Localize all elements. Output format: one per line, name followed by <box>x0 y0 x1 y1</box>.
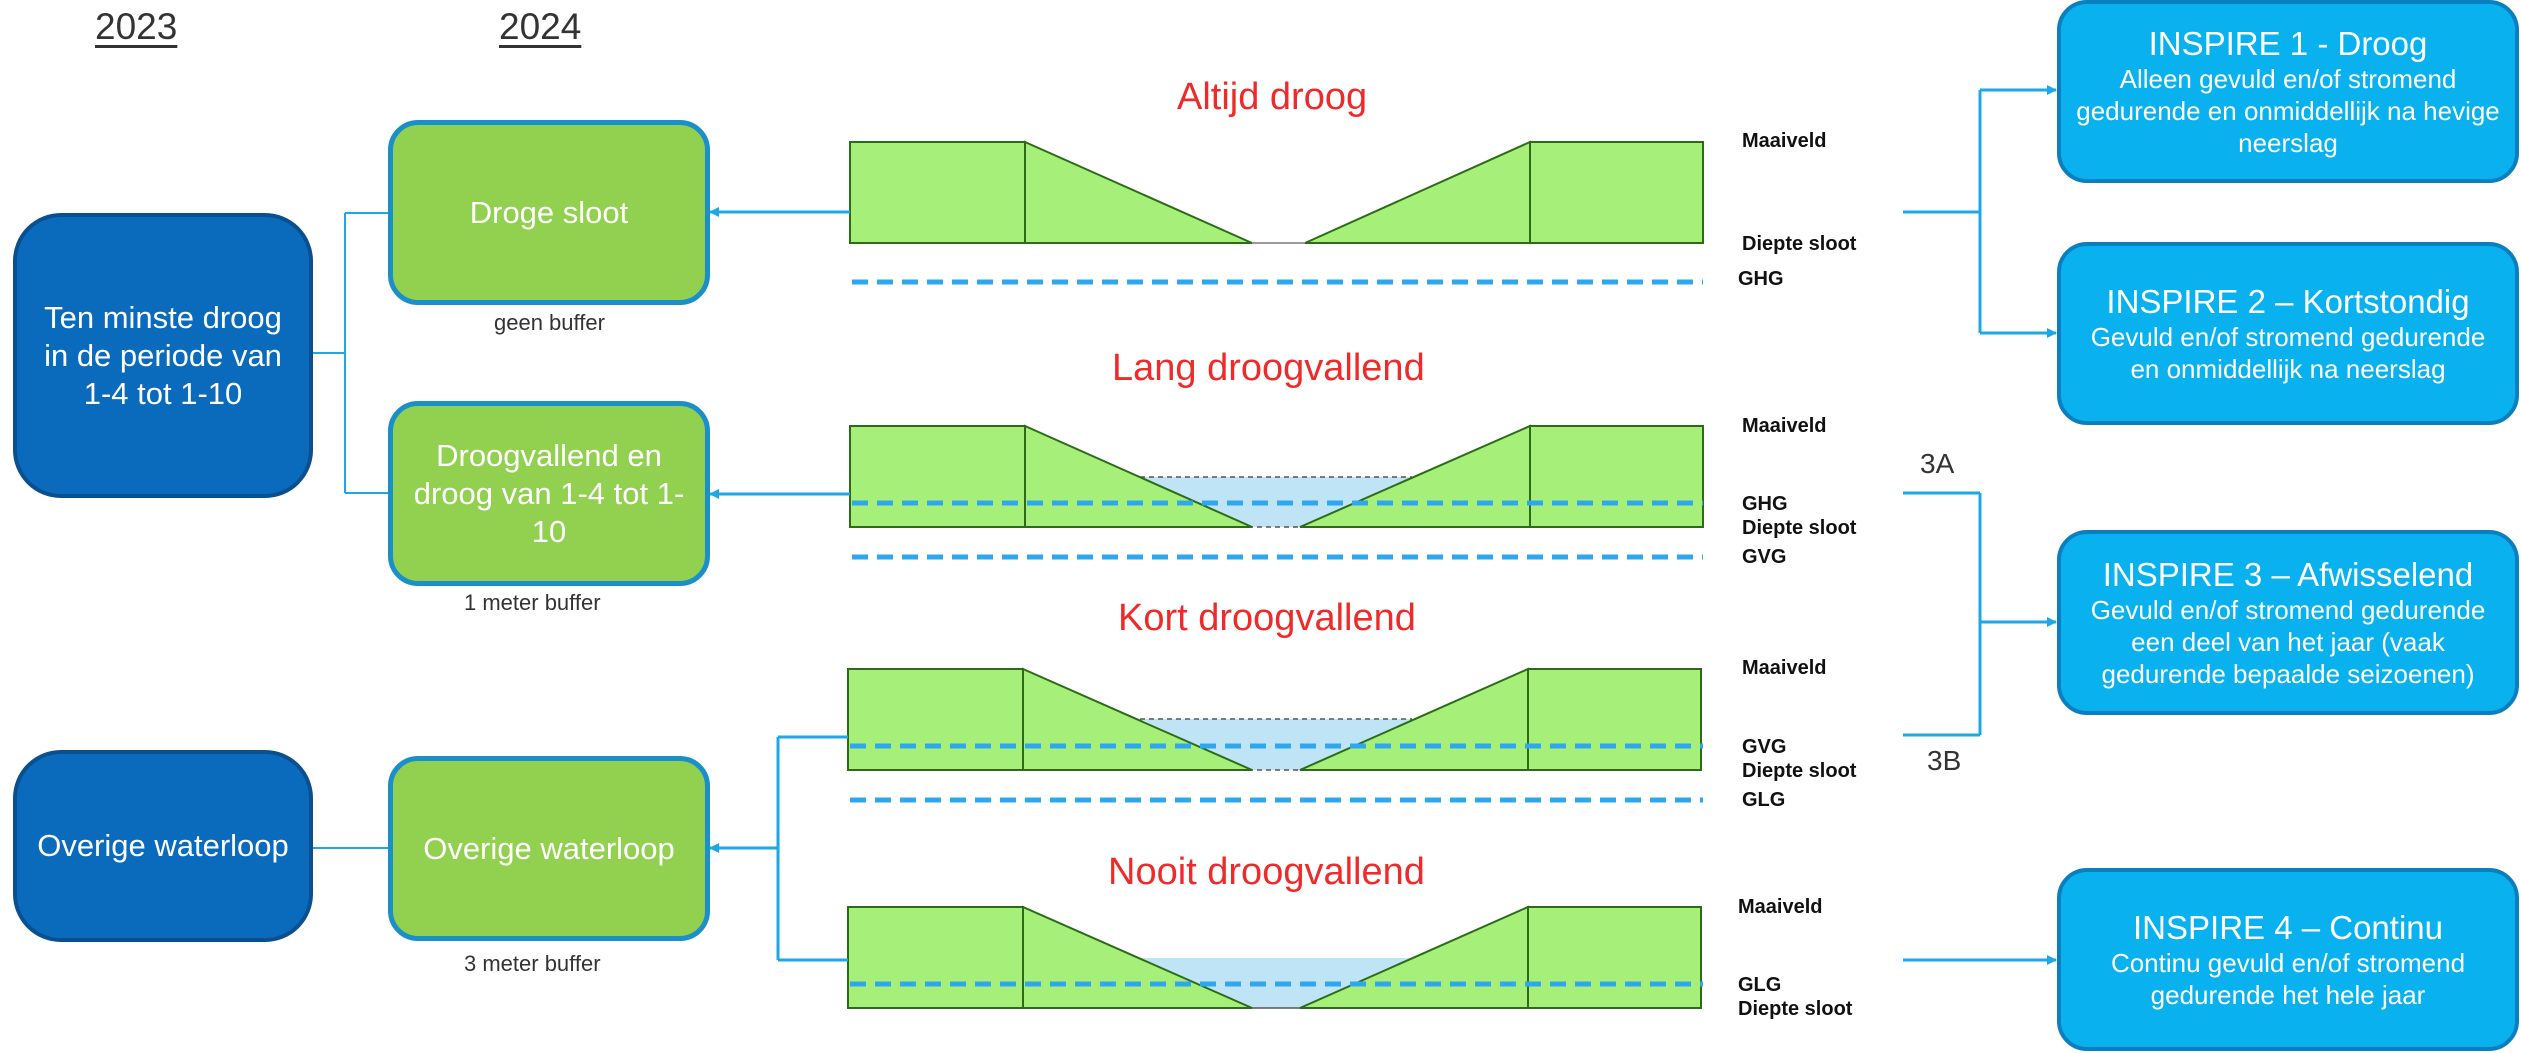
inspire-4-title: INSPIRE 4 – Continu <box>2133 908 2443 946</box>
cross-section-lang-droogvallend <box>849 424 1704 560</box>
level-label-ghg: GHG <box>1738 268 1784 290</box>
inspire-1-title: INSPIRE 1 - Droog <box>2148 24 2428 62</box>
box-other-watercourse-2023: Overige waterloop <box>13 750 313 942</box>
level-label-maaiveld: Maaiveld <box>1742 415 1827 437</box>
cross-section-kort-droogvallend <box>847 667 1703 803</box>
level-label-diepte-sloot: Diepte sloot <box>1742 760 1857 782</box>
level-label-diepte-sloot: Diepte sloot <box>1742 517 1857 539</box>
level-label-diepte-sloot: Diepte sloot <box>1738 998 1853 1020</box>
connectors-left <box>313 212 388 849</box>
level-label-glg: GLG <box>1738 974 1782 996</box>
inspire-3-title: INSPIRE 3 – Afwisselend <box>2102 555 2474 593</box>
year-2024-heading: 2024 <box>499 6 582 47</box>
inspire-4-box: INSPIRE 4 – Continu Continu gevuld en/of… <box>2057 868 2519 1051</box>
inspire-2-title: INSPIRE 2 – Kortstondig <box>2106 282 2470 320</box>
box-dry-period-2023: Ten minste droog in de periode van 1-4 t… <box>13 213 313 498</box>
level-label-ghg: GHG <box>1742 493 1788 515</box>
branch-label-3b: 3B <box>1927 745 1962 776</box>
section-title-nooit-droogvallend: Nooit droogvallend <box>1108 851 1425 893</box>
box-dry-period-label: Ten minste droog in de periode van 1-4 t… <box>44 299 282 411</box>
level-label-glg: GLG <box>1742 789 1786 811</box>
connectors-right <box>1903 85 2057 965</box>
section-title-lang-droogvallend: Lang droogvallend <box>1112 347 1425 389</box>
inspire-1-box: INSPIRE 1 - Droog Alleen gevuld en/of st… <box>2057 0 2519 183</box>
level-label-maaiveld: Maaiveld <box>1738 896 1823 918</box>
cross-section-nooit-droogvallend <box>847 905 1703 1009</box>
box-other-watercourse: Overige waterloop <box>388 756 710 941</box>
buffer-label-dry-ditch: geen buffer <box>494 310 605 335</box>
inspire-1-description: Alleen gevuld en/of stromend gedurende e… <box>2076 63 2500 158</box>
box-drying-label: Droogvallend en droog van 1-4 tot 1-10 <box>413 437 685 549</box>
box-dry-ditch: Droge sloot <box>388 120 710 305</box>
branch-label-3a: 3A <box>1920 448 1955 479</box>
year-2023-heading: 2023 <box>95 6 178 47</box>
box-drying: Droogvallend en droog van 1-4 tot 1-10 <box>388 401 710 586</box>
level-label-diepte-sloot: Diepte sloot <box>1742 233 1857 255</box>
box-other-watercourse-label: Overige waterloop <box>37 828 289 863</box>
inspire-3-box: INSPIRE 3 – Afwisselend Gevuld en/of str… <box>2057 530 2519 715</box>
level-label-maaiveld: Maaiveld <box>1742 657 1827 679</box>
buffer-label-drying: 1 meter buffer <box>464 590 601 615</box>
inspire-4-description: Continu gevuld en/of stromend gedurende … <box>2110 947 2466 1010</box>
cross-section-altijd-droog <box>849 140 1704 285</box>
inspire-2-box: INSPIRE 2 – Kortstondig Gevuld en/of str… <box>2057 242 2519 425</box>
inspire-3-description: Gevuld en/of stromend gedurende een deel… <box>2090 594 2486 689</box>
box-other-watercourse-2024-label: Overige waterloop <box>423 830 675 866</box>
section-title-altijd-droog: Altijd droog <box>1177 76 1368 118</box>
inspire-2-description: Gevuld en/of stromend gedurende en onmid… <box>2090 321 2486 384</box>
level-label-gvg: GVG <box>1742 546 1787 568</box>
level-label-maaiveld: Maaiveld <box>1742 130 1827 152</box>
connectors-middle <box>709 207 850 962</box>
buffer-label-other: 3 meter buffer <box>464 951 601 976</box>
section-title-kort-droogvallend: Kort droogvallend <box>1118 597 1416 639</box>
box-dry-ditch-label: Droge sloot <box>469 194 629 230</box>
level-label-gvg: GVG <box>1742 736 1787 758</box>
